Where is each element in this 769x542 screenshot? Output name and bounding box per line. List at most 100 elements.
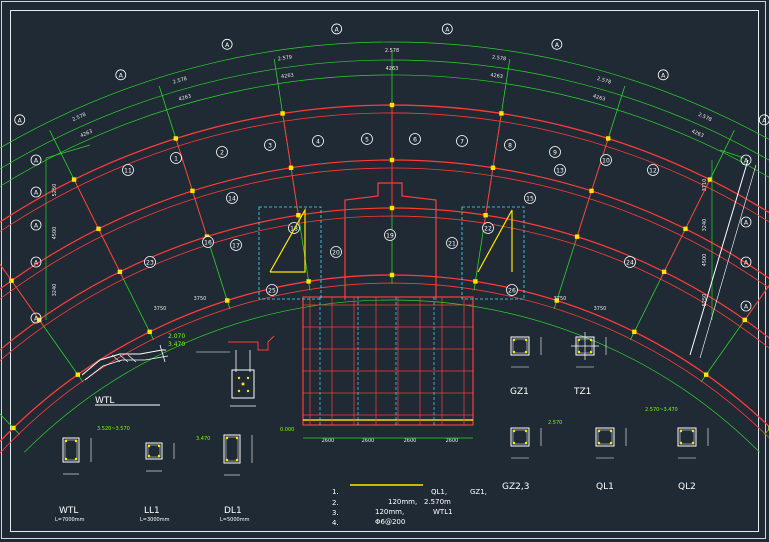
label-gz23: GZ2,3 bbox=[502, 482, 530, 492]
axis-bubble-label: A bbox=[744, 260, 749, 267]
dim-left-label: 5250 bbox=[52, 184, 58, 197]
rebar bbox=[589, 350, 593, 354]
label-ll1: LL1 bbox=[144, 506, 160, 516]
dim-outer-label: 2.578 bbox=[172, 76, 187, 86]
column-6-0 bbox=[499, 111, 504, 116]
section-stirrup bbox=[597, 429, 613, 445]
section-outline bbox=[223, 434, 241, 464]
column-2-3 bbox=[147, 329, 152, 335]
room-bubble-circle bbox=[600, 154, 612, 166]
axis-bubble: A bbox=[551, 38, 563, 50]
column-0-3 bbox=[11, 425, 16, 431]
dim-outer-label: 2.578 bbox=[596, 76, 611, 86]
dim-outer-label: 2.578 bbox=[385, 48, 399, 54]
column-9-2 bbox=[742, 317, 747, 323]
axis-bubble-side: A bbox=[740, 300, 752, 312]
axis-bubble-label: A bbox=[744, 220, 749, 227]
dimension-labels: 2.5982.5782.5782.5782.5792.5782.5782.578… bbox=[0, 48, 713, 444]
rebar bbox=[679, 429, 683, 433]
dim-ext-label: 2600 bbox=[404, 438, 417, 444]
rebar bbox=[597, 429, 601, 433]
label-main-elev: 2.570 bbox=[548, 420, 563, 426]
room-bubble-circle bbox=[216, 146, 228, 158]
column-8-1 bbox=[683, 226, 688, 232]
note-1c: GZ1, bbox=[470, 488, 487, 496]
rebar bbox=[679, 441, 683, 445]
room-number: 13 bbox=[556, 167, 564, 174]
axis-bubble-side: A bbox=[740, 154, 752, 166]
note-4b: Φ6@200 bbox=[375, 518, 406, 526]
dim-ext-label: 2600 bbox=[446, 438, 459, 444]
column-1-2 bbox=[37, 317, 42, 323]
axis-bubble-side: A bbox=[30, 256, 42, 268]
note-1: 1. bbox=[332, 488, 339, 496]
dim-right-label: 3710 bbox=[702, 179, 708, 192]
axis-bubble-label: A bbox=[445, 26, 450, 33]
section-stirrup bbox=[512, 338, 528, 354]
dim-inner-label: 4263 bbox=[690, 129, 704, 140]
label-ll1-elev2: 3.470 bbox=[196, 436, 211, 442]
rebar bbox=[512, 441, 516, 445]
axis-bubble-circle bbox=[657, 69, 669, 81]
dim-inner-label: 4263 bbox=[490, 72, 503, 80]
axis-bubble-label: A bbox=[34, 316, 39, 323]
room-bubble-circle bbox=[266, 284, 278, 296]
ql1-section bbox=[595, 427, 627, 459]
label-ql2: QL2 bbox=[678, 482, 696, 492]
rebar bbox=[512, 338, 516, 342]
room-number: 9 bbox=[553, 149, 557, 156]
column-7-3 bbox=[554, 298, 559, 303]
label-wtl-sub: L=7000mm bbox=[55, 517, 85, 523]
room-bubble: 4 bbox=[312, 135, 324, 147]
section-stirrup bbox=[64, 439, 78, 461]
dim-right-label: 4500 bbox=[702, 254, 708, 267]
rebar bbox=[157, 454, 161, 458]
column-3-3 bbox=[225, 298, 230, 303]
room-bubble: 26 bbox=[506, 284, 518, 296]
room-number: 5 bbox=[365, 136, 369, 143]
room-number: 2 bbox=[220, 149, 224, 156]
room-number: 10 bbox=[602, 157, 610, 164]
axis-bubble-label: A bbox=[555, 42, 560, 49]
room-bubble: 21 bbox=[446, 237, 458, 249]
room-bubble: 15 bbox=[524, 192, 536, 204]
room-number: 17 bbox=[232, 242, 240, 249]
dim-arc-1 bbox=[0, 59, 769, 170]
arc-wall-1 bbox=[0, 112, 769, 233]
rebar bbox=[74, 439, 78, 443]
column-7-0 bbox=[605, 136, 611, 141]
column-5-3 bbox=[389, 272, 395, 278]
room-number: 26 bbox=[508, 287, 516, 294]
room-number: 20 bbox=[332, 249, 340, 256]
dim-inner-label: 4263 bbox=[0, 177, 1, 189]
room-bubble: 25 bbox=[266, 284, 278, 296]
rebar bbox=[157, 444, 161, 448]
room-bubble: 7 bbox=[456, 135, 468, 147]
column-3-1 bbox=[190, 188, 195, 194]
axis-bubble-label: A bbox=[225, 42, 230, 49]
rebar bbox=[577, 338, 581, 342]
room-bubble-circle bbox=[144, 256, 156, 268]
rebar bbox=[147, 454, 151, 458]
room-number: 19 bbox=[386, 232, 394, 239]
room-bubble: 23 bbox=[144, 256, 156, 268]
section-cut-line-2 bbox=[699, 164, 757, 359]
room-bubble-circle bbox=[330, 246, 342, 258]
ll1-section bbox=[145, 442, 175, 472]
rebar bbox=[64, 457, 68, 461]
ql2-section bbox=[677, 427, 709, 459]
axis-bubble-label: A bbox=[34, 260, 39, 267]
central-hall bbox=[344, 182, 437, 300]
axis-bubble-side: A bbox=[740, 256, 752, 268]
section-cut-line bbox=[689, 159, 749, 356]
room-bubble: 18 bbox=[288, 222, 300, 234]
column-8-0 bbox=[707, 177, 713, 182]
extension-block bbox=[302, 296, 474, 426]
room-bubble-circle bbox=[549, 146, 561, 158]
room-bubble: 1 bbox=[170, 152, 182, 164]
dim-right-label: 5250 bbox=[702, 294, 708, 307]
rebar bbox=[597, 441, 601, 445]
room-bubble-circle bbox=[554, 164, 566, 176]
